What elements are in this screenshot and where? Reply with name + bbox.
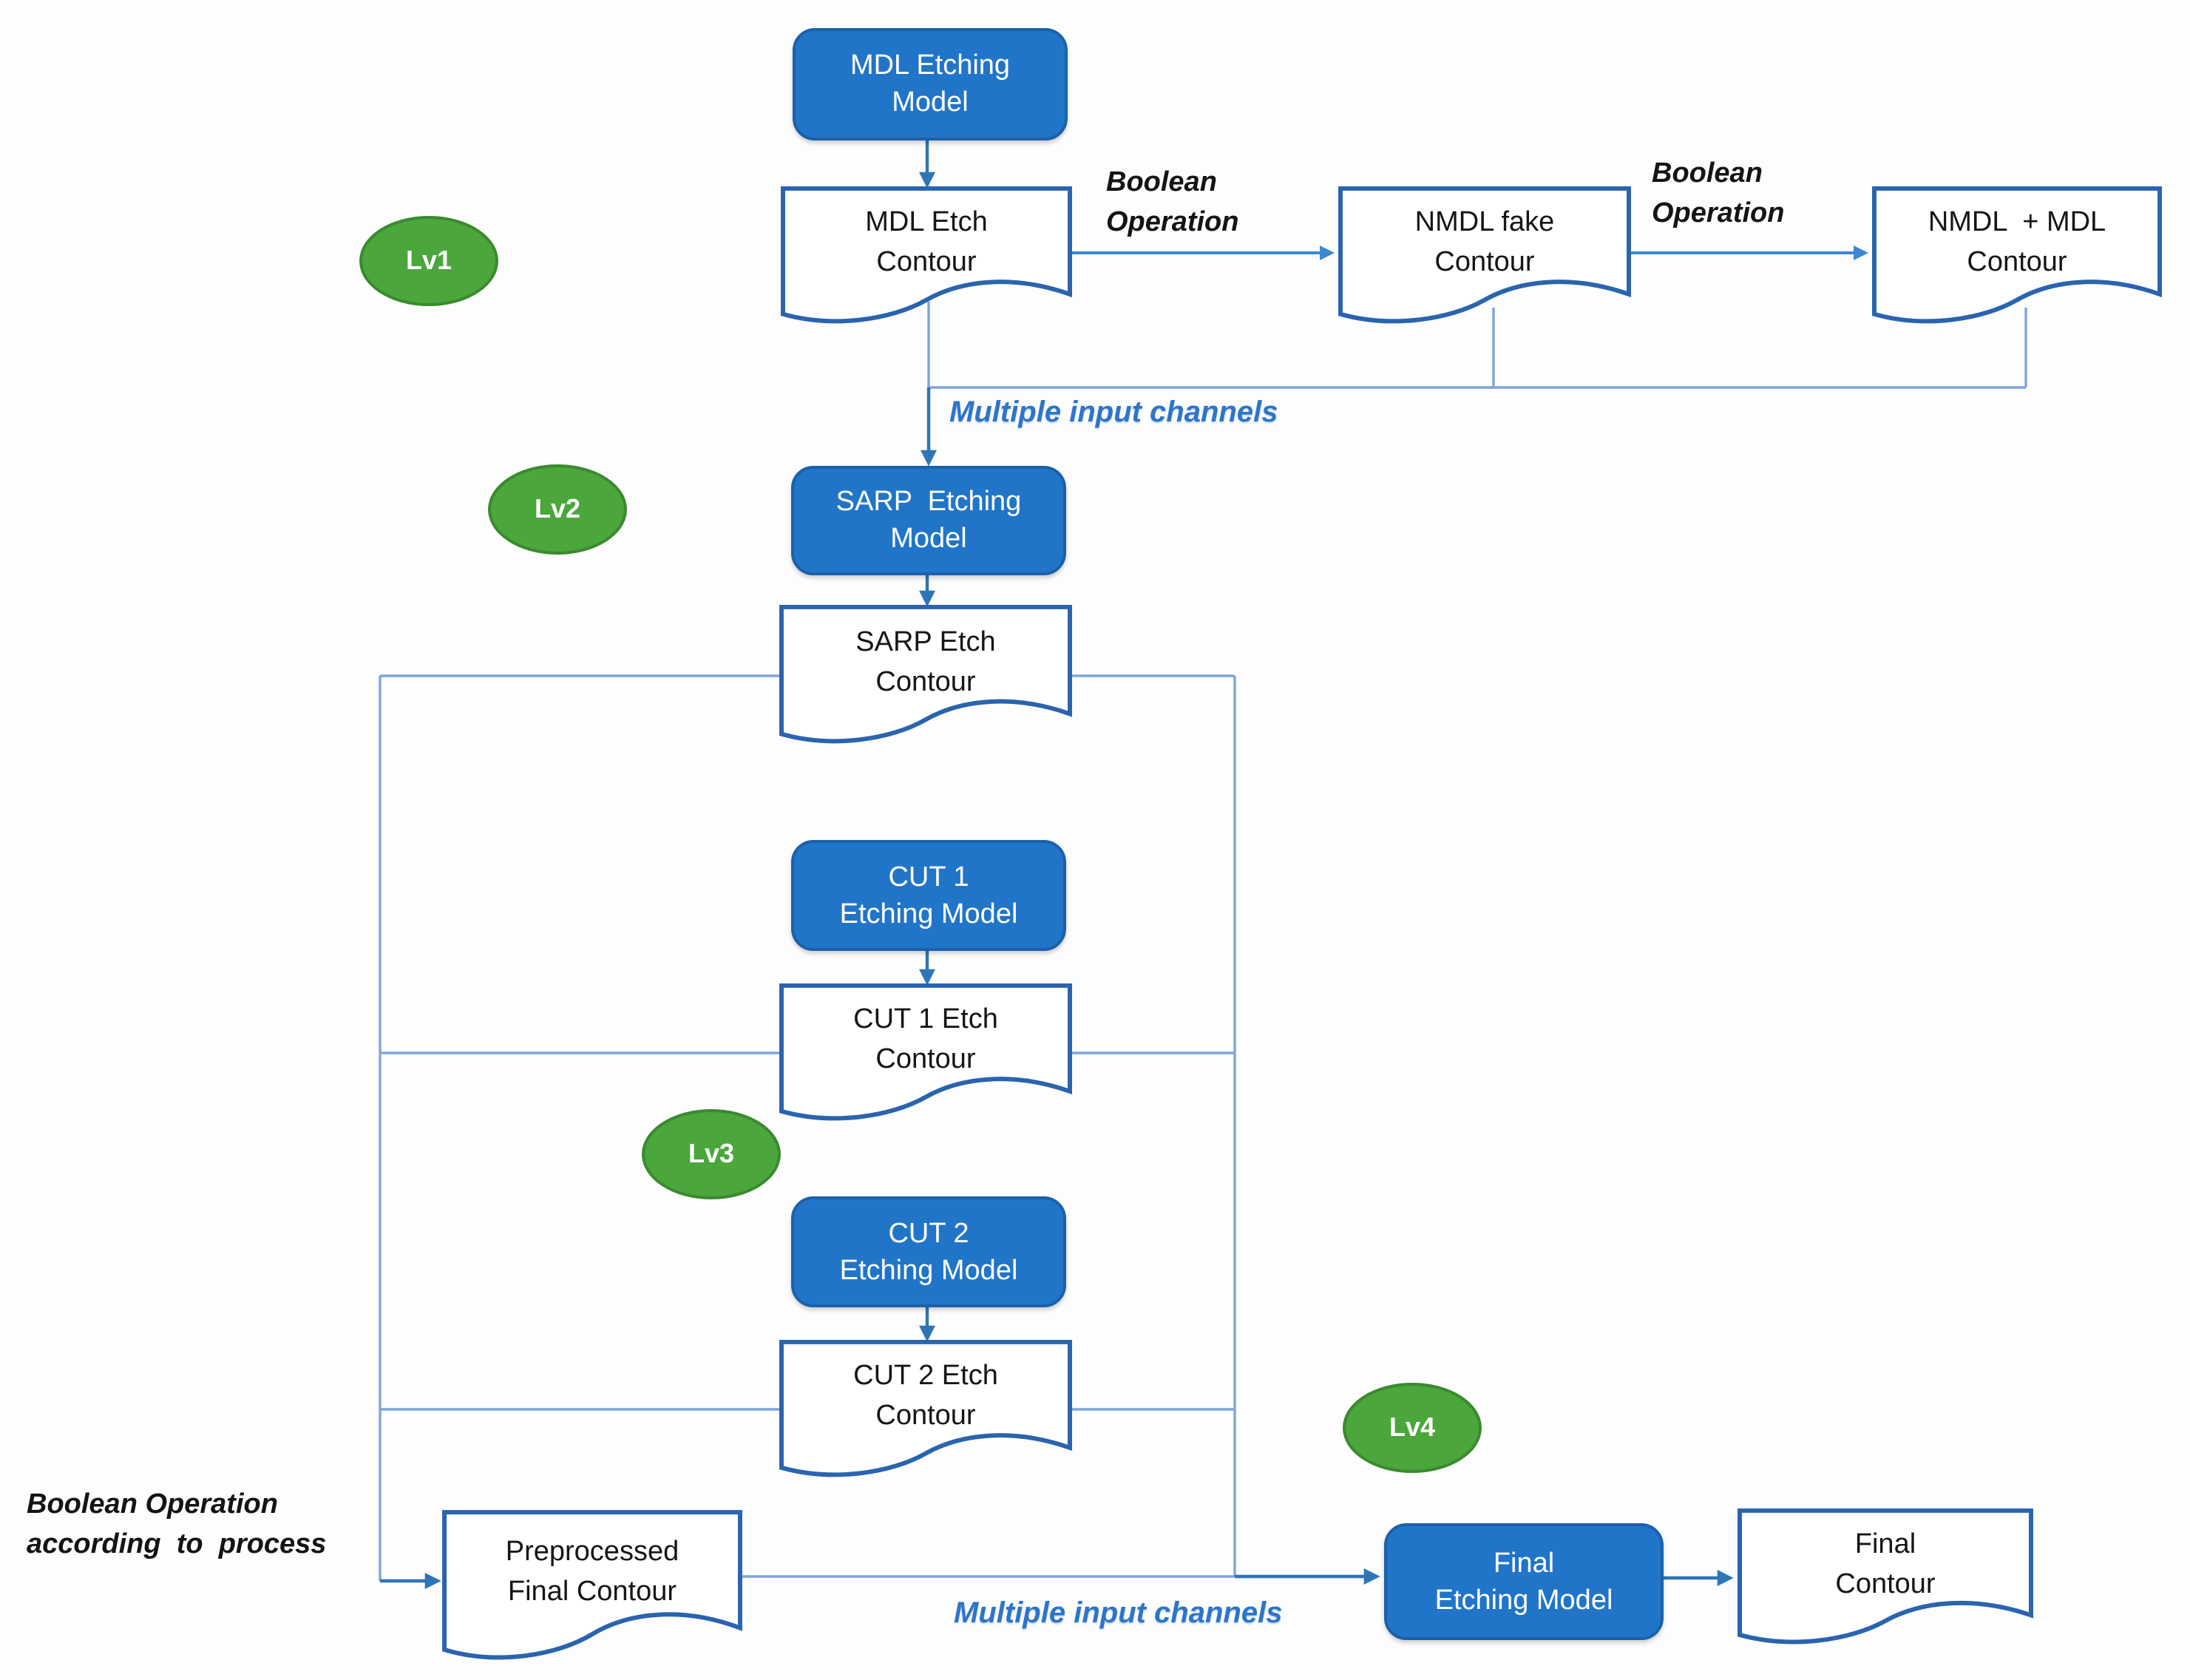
document-shape bbox=[779, 1340, 1072, 1482]
label-multiple-input-channels-bottom: Multiple input channels bbox=[954, 1597, 1283, 1630]
label-boolean-operation-1: Boolean Operation bbox=[1106, 167, 1239, 238]
badge-lv2: Lv2 bbox=[488, 464, 627, 555]
badge-label: Lv4 bbox=[1389, 1412, 1436, 1442]
doc-nmdl-plus-mdl-contour: NMDL + MDL Contour bbox=[1872, 186, 2162, 328]
document-shape bbox=[1738, 1508, 2033, 1649]
node-sarp-etching-model: SARP Etching Model bbox=[791, 466, 1066, 575]
badge-label: Lv3 bbox=[688, 1139, 735, 1168]
node-label: Final Etching Model bbox=[1434, 1548, 1613, 1616]
node-label: MDL Etching Model bbox=[850, 50, 1011, 118]
doc-label: CUT 2 Etch Contour bbox=[853, 1361, 998, 1432]
doc-nmdl-fake-contour: NMDL fake Contour bbox=[1338, 186, 1631, 328]
node-final-etching-model: Final Etching Model bbox=[1384, 1523, 1664, 1640]
badge-lv4: Lv4 bbox=[1343, 1383, 1482, 1473]
doc-label: Preprocessed Final Contour bbox=[505, 1536, 679, 1608]
node-cut2-etching-model: CUT 2 Etching Model bbox=[791, 1196, 1066, 1307]
doc-label: CUT 1 Etch Contour bbox=[853, 1004, 998, 1076]
document-shape bbox=[1872, 186, 2162, 328]
badge-label: Lv2 bbox=[534, 494, 581, 524]
doc-sarp-etch-contour: SARP Etch Contour bbox=[779, 605, 1072, 748]
node-label: CUT 1 Etching Model bbox=[839, 861, 1018, 929]
badge-lv3: Lv3 bbox=[642, 1109, 781, 1199]
doc-cut1-etch-contour: CUT 1 Etch Contour bbox=[779, 983, 1072, 1125]
doc-label: Final Contour bbox=[1835, 1528, 1936, 1600]
node-label: SARP Etching Model bbox=[835, 487, 1022, 555]
doc-label: SARP Etch Contour bbox=[855, 626, 996, 698]
doc-label: NMDL fake Contour bbox=[1414, 207, 1555, 279]
document-shape bbox=[779, 983, 1072, 1125]
label-boolean-operation-process: Boolean Operation according to process bbox=[27, 1489, 327, 1560]
doc-label: MDL Etch Contour bbox=[865, 207, 988, 279]
doc-label: NMDL + MDL Contour bbox=[1928, 207, 2106, 279]
label-boolean-operation-2: Boolean Operation bbox=[1652, 158, 1785, 229]
document-shape bbox=[779, 605, 1072, 748]
node-mdl-etching-model: MDL Etching Model bbox=[793, 28, 1068, 140]
doc-preprocessed-final-contour: Preprocessed Final Contour bbox=[442, 1510, 742, 1665]
badge-lv1: Lv1 bbox=[359, 216, 498, 306]
badge-label: Lv1 bbox=[405, 245, 452, 275]
doc-cut2-etch-contour: CUT 2 Etch Contour bbox=[779, 1340, 1072, 1482]
node-cut1-etching-model: CUT 1 Etching Model bbox=[791, 840, 1066, 951]
document-shape bbox=[1338, 186, 1631, 328]
document-shape bbox=[442, 1510, 742, 1665]
document-shape bbox=[781, 186, 1072, 328]
doc-final-contour: Final Contour bbox=[1738, 1508, 2033, 1649]
label-multiple-input-channels-top: Multiple input channels bbox=[949, 396, 1278, 429]
doc-mdl-etch-contour: MDL Etch Contour bbox=[781, 186, 1072, 328]
node-label: CUT 2 Etching Model bbox=[839, 1218, 1018, 1286]
